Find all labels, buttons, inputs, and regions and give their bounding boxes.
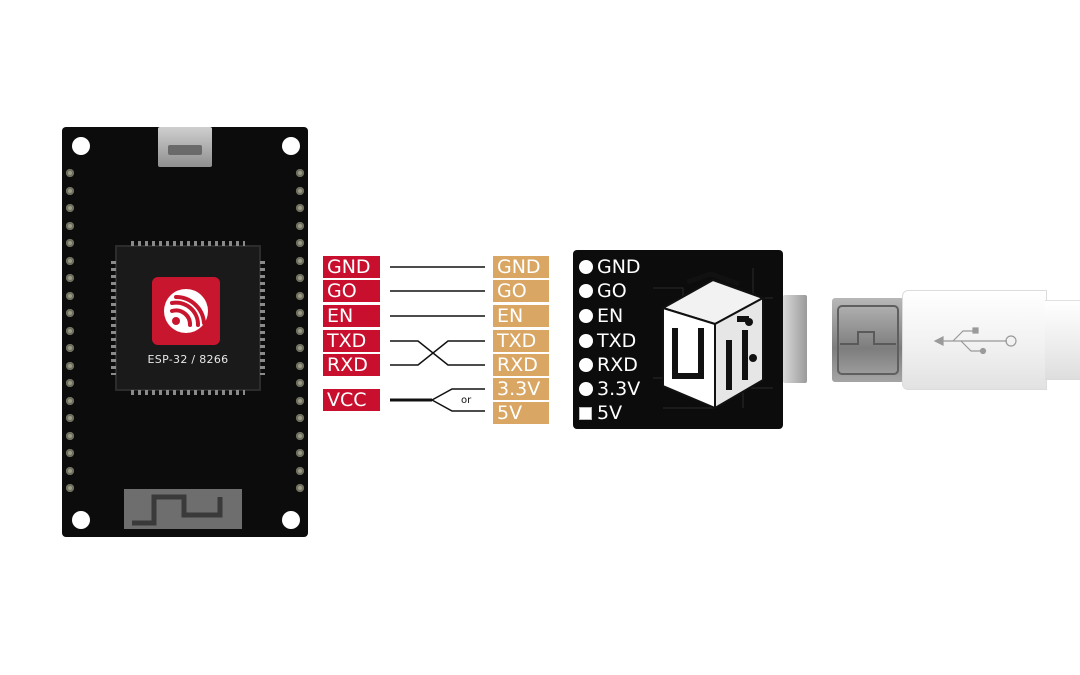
- cube-logo-icon: [653, 268, 773, 410]
- header-pin: [296, 291, 304, 300]
- header-pin: [66, 379, 74, 387]
- header-pin: [296, 396, 304, 405]
- adapter-label-rxd: RXD: [493, 354, 549, 376]
- esp-pin-rxd: RXD: [323, 354, 380, 376]
- header-pin: [66, 431, 74, 440]
- header-pin: [66, 221, 74, 230]
- header-pin: [296, 309, 304, 317]
- wire-vcc-5v: [431, 399, 485, 412]
- usb-cable: [1045, 300, 1080, 380]
- adapter-pin-go: GO: [579, 280, 627, 302]
- wire-rxd-txd: [390, 340, 485, 366]
- header-pin: [296, 204, 304, 212]
- wire-vcc-3v3: [431, 388, 485, 401]
- header-pin: [66, 256, 74, 265]
- adapter-pin-rxd: RXD: [579, 354, 638, 376]
- header-pin: [66, 291, 74, 300]
- header-pin: [66, 186, 74, 195]
- header-pin: [296, 326, 304, 335]
- header-pin: [296, 466, 304, 475]
- header-pin: [66, 414, 74, 422]
- header-pin: [296, 274, 304, 282]
- usb-serial-adapter: GND GO EN TXD RXD 3.3V 5V: [573, 250, 783, 429]
- header-pin: [296, 186, 304, 195]
- header-pin: [66, 309, 74, 317]
- adapter-label-3v3: 3.3V: [493, 378, 549, 400]
- usb-symbol-icon: [933, 327, 1017, 355]
- pcb-antenna: [124, 489, 242, 529]
- header-pin: [296, 431, 304, 440]
- mount-hole: [72, 511, 90, 529]
- esp-pin-vcc: VCC: [323, 389, 380, 411]
- cable-housing: [902, 290, 1047, 390]
- header-pin: [296, 414, 304, 422]
- header-pin: [296, 221, 304, 230]
- micro-usb-port: [158, 127, 212, 167]
- header-pin: [296, 169, 304, 177]
- header-pin: [66, 344, 74, 352]
- adapter-pin-5v: 5V: [579, 402, 622, 424]
- adapter-label-txd: TXD: [493, 330, 549, 352]
- header-pin: [66, 239, 74, 247]
- esp-pin-en: EN: [323, 305, 380, 327]
- esp-pin-txd: TXD: [323, 330, 380, 352]
- adapter-label-en: EN: [493, 305, 549, 327]
- esp-dev-board: ESP-32 / 8266: [62, 127, 308, 537]
- adapter-label-gnd: GND: [493, 256, 549, 278]
- mount-hole: [282, 137, 300, 155]
- header-pin: [66, 484, 74, 492]
- vcc-junction-label: or: [461, 395, 472, 406]
- header-pin: [66, 449, 74, 457]
- usb-c-plug: [832, 298, 904, 382]
- adapter-label-5v: 5V: [493, 402, 549, 424]
- esp-chip: ESP-32 / 8266: [111, 241, 265, 395]
- mount-hole: [282, 511, 300, 529]
- esp-pin-gnd: GND: [323, 256, 380, 278]
- adapter-pin-gnd: GND: [579, 256, 641, 278]
- header-pin: [296, 361, 304, 370]
- header-pin: [66, 204, 74, 212]
- header-pin: [296, 379, 304, 387]
- header-pin: [66, 396, 74, 405]
- header-pin: [296, 449, 304, 457]
- header-pin: [296, 239, 304, 247]
- mount-hole: [72, 137, 90, 155]
- header-pin: [66, 361, 74, 370]
- header-pin: [296, 344, 304, 352]
- header-pin: [66, 169, 74, 177]
- header-pin: [66, 466, 74, 475]
- usb-c-receptacle: [783, 295, 807, 383]
- header-pin: [296, 256, 304, 265]
- adapter-label-go: GO: [493, 280, 549, 302]
- chip-label: ESP-32 / 8266: [147, 353, 229, 366]
- adapter-pin-txd: TXD: [579, 330, 636, 352]
- espressif-logo-icon: [152, 277, 220, 345]
- header-pin: [296, 484, 304, 492]
- adapter-pin-en: EN: [579, 305, 623, 327]
- esp-pin-go: GO: [323, 280, 380, 302]
- wire-txd-rxd: [390, 340, 485, 366]
- header-pin: [66, 326, 74, 335]
- header-pin: [66, 274, 74, 282]
- adapter-pin-3v3: 3.3V: [579, 378, 640, 400]
